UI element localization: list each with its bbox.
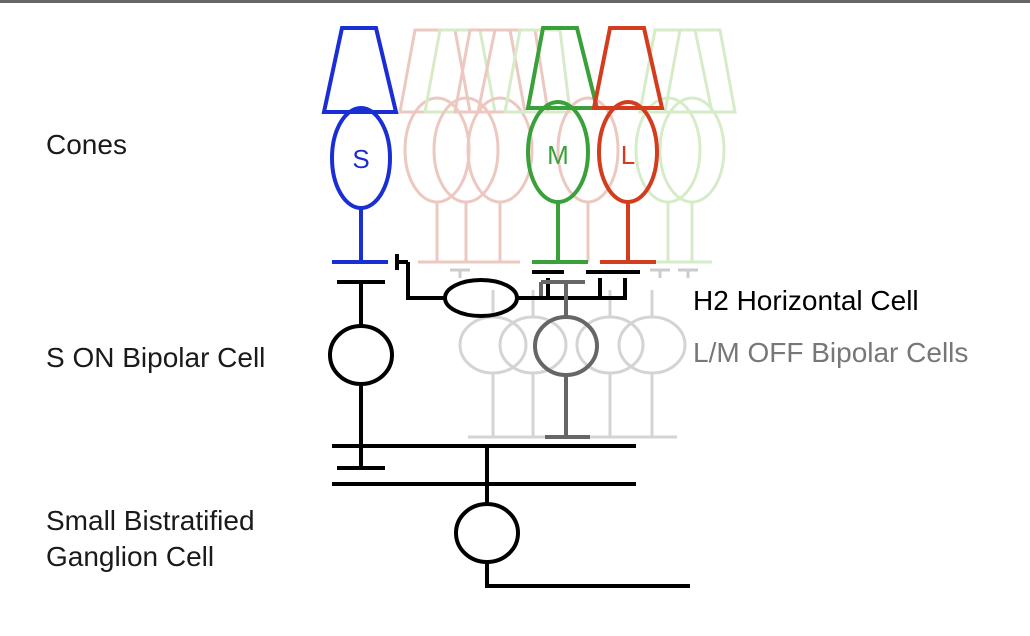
label-cones: Cones: [46, 129, 127, 160]
faded-off-bipolar: [575, 290, 645, 439]
faded-off-bipolars-group: [458, 290, 687, 439]
label-s-on-bipolar-cell: S ON Bipolar Cell: [46, 342, 265, 373]
faded-cone: [556, 96, 620, 262]
s-on-bipolar-cell: [328, 280, 394, 470]
label-ganglion-line1: Small Bistratified: [46, 505, 255, 536]
faded-off-bipolar: [458, 290, 528, 439]
l-cone: L: [591, 26, 665, 264]
m-cone-letter: M: [547, 140, 569, 170]
ganglion-axon: [485, 562, 690, 588]
l-cone-letter: L: [621, 140, 635, 170]
label-h2-horizontal-cell: H2 Horizontal Cell: [693, 285, 919, 316]
label-lm-off-bipolar-cells: L/M OFF Bipolar Cells: [693, 337, 968, 368]
faded-cone: [658, 28, 737, 262]
l-cone-outer-segment: [591, 26, 665, 110]
lm-off-bipolar-cell: [533, 280, 599, 439]
s-cone-letter: S: [352, 144, 369, 174]
ganglion-body: [454, 502, 520, 564]
h2-horizontal-cell: [395, 254, 640, 318]
faded-off-bipolar: [498, 290, 568, 439]
small-bistratified-ganglion-cell: [332, 444, 690, 588]
s-cone: S: [321, 26, 399, 264]
label-ganglion-line2: Ganglion Cell: [46, 541, 214, 572]
top-border: [0, 0, 1030, 3]
faded-off-bipolar: [617, 290, 687, 439]
faded-cones-group: [398, 28, 737, 278]
faded-cone: [432, 28, 527, 262]
h2-cell-body: [443, 278, 519, 318]
s-cone-outer-segment: [321, 26, 399, 114]
on-bipolar-body: [328, 324, 394, 386]
